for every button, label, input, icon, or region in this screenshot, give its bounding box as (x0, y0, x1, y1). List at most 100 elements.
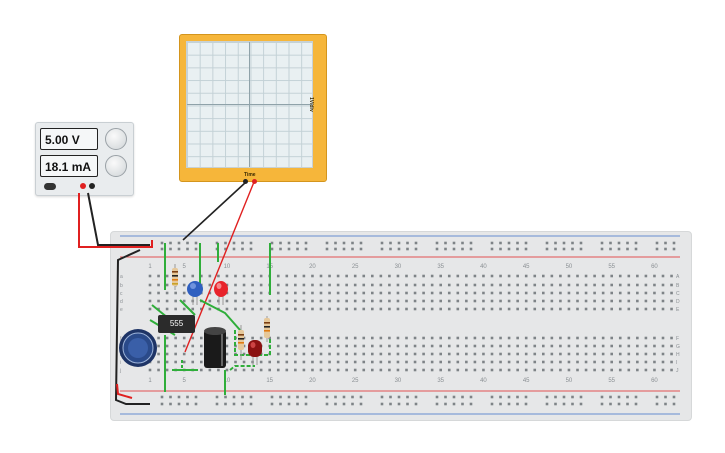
rail-hole (342, 395, 346, 399)
negative-terminal[interactable] (89, 183, 95, 189)
rail-hole (334, 395, 337, 399)
breadboard-hole (379, 291, 383, 295)
breadboard-hole (225, 307, 229, 311)
breadboard-hole (456, 307, 460, 311)
breadboard-hole (610, 352, 613, 356)
scope-positive-probe[interactable] (252, 179, 257, 184)
breadboard-hole (593, 368, 596, 372)
bottom-positive-wire (116, 383, 133, 399)
breadboard-hole (439, 352, 442, 356)
rail-hole (444, 247, 447, 251)
breadboard[interactable] (110, 231, 692, 421)
breadboard-hole (328, 307, 331, 311)
rail-hole (194, 402, 198, 406)
breadboard-hole (276, 336, 280, 340)
breadboard-hole (516, 360, 519, 364)
breadboard-hole (430, 360, 434, 364)
breadboard-hole (294, 283, 297, 287)
breadboard-hole (490, 336, 494, 340)
breadboard-hole (285, 344, 289, 348)
voltage-knob[interactable] (105, 128, 127, 150)
rail-hole (232, 395, 236, 399)
breadboard-hole (362, 283, 366, 287)
breadboard-hole (422, 283, 425, 287)
breadboard-hole (490, 283, 494, 287)
breadboard-hole (353, 352, 357, 356)
breadboard-hole (174, 299, 177, 303)
breadboard-hole (294, 274, 297, 278)
rail-hole (287, 247, 291, 251)
breadboard-hole (259, 274, 263, 278)
breadboard-hole (259, 299, 263, 303)
rail-hole (342, 241, 346, 245)
column-number: 10 (224, 264, 231, 270)
rail-hole (241, 241, 244, 245)
breadboard-hole (482, 352, 485, 356)
rail-hole (359, 395, 363, 399)
ground-return-wire (114, 249, 150, 405)
rail-hole (241, 395, 244, 399)
breadboard-hole (353, 360, 357, 364)
rail-hole (579, 247, 583, 251)
breadboard-hole (456, 336, 460, 340)
breadboard-hole (345, 368, 348, 372)
rail-hole (325, 402, 329, 406)
rail-hole (562, 395, 566, 399)
rail-hole (359, 402, 363, 406)
breadboard-hole (482, 344, 485, 348)
breadboard-hole (148, 291, 152, 295)
breadboard-hole (584, 352, 588, 356)
breadboard-hole (208, 299, 212, 303)
red-led-bottom (248, 340, 262, 365)
breadboard-hole (533, 352, 537, 356)
oscilloscope[interactable]: Time 1V/div (179, 34, 327, 184)
rail-hole (634, 247, 638, 251)
breadboard-hole (422, 352, 425, 356)
breadboard-hole (670, 368, 673, 372)
breadboard-hole (447, 368, 451, 372)
breadboard-hole (576, 336, 579, 340)
breadboard-hole (328, 360, 331, 364)
row-letter: i (120, 360, 121, 366)
row-letter: b (120, 283, 123, 289)
rail-hole (461, 395, 464, 399)
breadboard-hole (507, 291, 511, 295)
breadboard-hole (644, 283, 648, 287)
breadboard-hole (670, 299, 673, 303)
rail-hole (634, 402, 638, 406)
breadboard-hole (670, 307, 673, 311)
breadboard-hole (542, 291, 545, 295)
rail-hole (554, 402, 557, 406)
breadboard-hole (328, 274, 331, 278)
rail-hole (609, 402, 612, 406)
rail-hole (279, 241, 282, 245)
rail-hole (554, 395, 557, 399)
rail-hole (389, 395, 392, 399)
rail-hole (169, 247, 172, 251)
breadboard-hole (507, 344, 511, 348)
breadboard-hole (405, 299, 408, 303)
breadboard-hole (242, 352, 246, 356)
breadboard-hole (550, 283, 554, 287)
breadboard-hole (234, 307, 237, 311)
breadboard-hole (661, 274, 665, 278)
breadboard-hole (507, 283, 511, 287)
breadboard-hole (413, 344, 417, 348)
positive-terminal[interactable] (80, 183, 86, 189)
breadboard-hole (182, 299, 186, 303)
breadboard-hole (311, 307, 314, 311)
breadboard-hole (542, 368, 545, 372)
breadboard-hole (276, 291, 280, 295)
row-letter: D (676, 299, 680, 305)
rail-hole (452, 402, 456, 406)
power-supply[interactable]: 5.00 V 18.1 mA (35, 122, 134, 196)
rail-hole (524, 241, 528, 245)
breadboard-hole (285, 299, 289, 303)
breadboard-hole (345, 344, 348, 348)
timer-ic-555[interactable]: 555 (158, 315, 195, 333)
breadboard-hole (259, 291, 263, 295)
breadboard-hole (396, 336, 400, 340)
power-switch[interactable] (44, 183, 56, 190)
breadboard-hole (524, 360, 528, 364)
current-knob[interactable] (105, 155, 127, 177)
